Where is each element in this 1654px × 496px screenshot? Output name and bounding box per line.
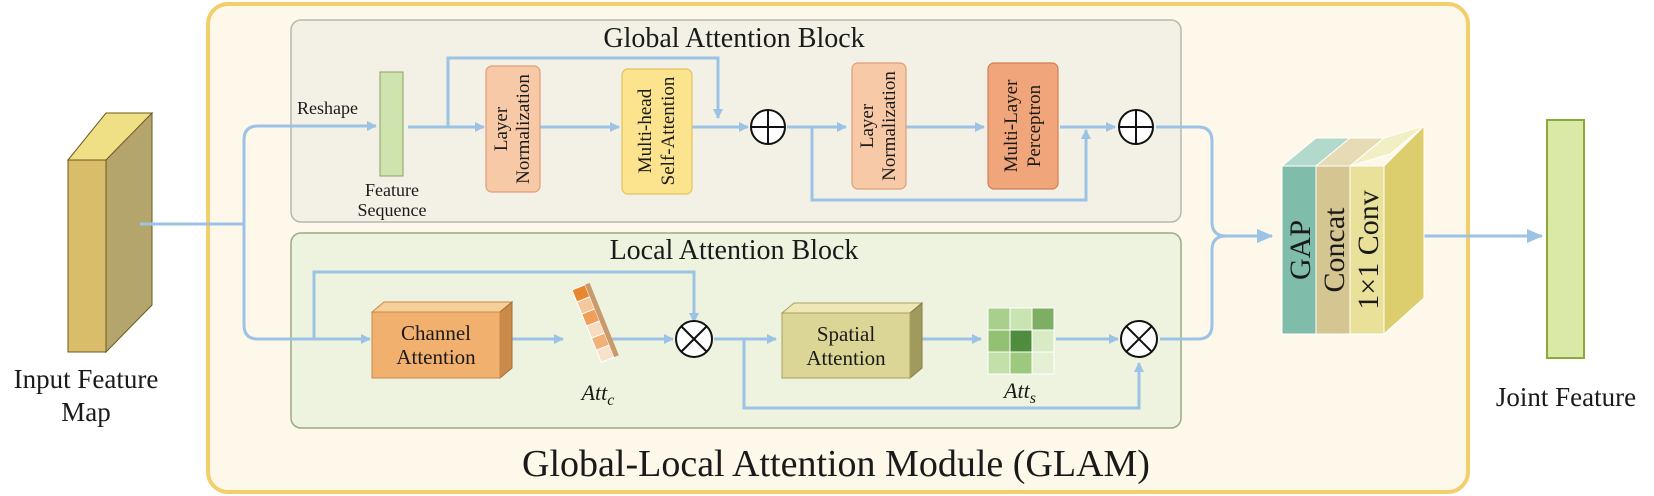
gap-label: GAP [1284, 220, 1317, 280]
att-c-vector [571, 282, 619, 363]
att-s-base: Att [1002, 378, 1031, 403]
layer-norm-1-line2: Normalization [513, 74, 534, 184]
input-label-line1: Input Feature [14, 364, 159, 394]
mhsa-box [621, 68, 693, 195]
mlp-box [987, 62, 1059, 190]
channel-attention-line2: Attention [396, 345, 476, 369]
channel-attention-box [370, 300, 514, 380]
spatial-attention-line1: Spatial [817, 322, 875, 346]
joint-feature-label: Joint Feature [1496, 382, 1636, 412]
spatial-attention-line2: Attention [806, 346, 886, 370]
att-c-sub: c [607, 392, 614, 409]
multiply-operator-1 [675, 320, 713, 358]
feature-sequence-bar [379, 71, 404, 177]
concat-slab [1315, 165, 1351, 335]
fusion-stack [1280, 124, 1425, 336]
layer-norm-1-box [485, 65, 541, 193]
mlp-line1: Multi-Layer [1001, 79, 1022, 173]
concat-label: Concat [1318, 207, 1351, 293]
global-block-title: Global Attention Block [603, 23, 864, 54]
add-operator-1 [750, 109, 786, 145]
mhsa-line2: Self-Attention [658, 76, 679, 185]
layer-norm-2-line2: Normalization [879, 71, 900, 181]
layer-norm-2-box [851, 62, 907, 190]
multiply-operator-2 [1120, 320, 1158, 358]
mlp-line2: Perceptron [1024, 84, 1045, 167]
local-block-title: Local Attention Block [610, 235, 859, 266]
gap-slab [1281, 165, 1317, 335]
layer-norm-1-line1: Layer [491, 106, 512, 151]
att-c-label: Attc [580, 380, 615, 409]
add-operator-2 [1118, 109, 1154, 145]
input-label-line2: Map [61, 397, 111, 427]
module-title: Global-Local Attention Module (GLAM) [522, 443, 1150, 485]
reshape-label: Reshape [297, 98, 358, 118]
flow-arrows [140, 56, 1543, 410]
conv-label: 1×1 Conv [1352, 190, 1385, 309]
local-attention-block [290, 232, 1182, 429]
conv-slab [1349, 165, 1385, 335]
joint-feature-bar [1546, 119, 1585, 359]
channel-attention-line1: Channel [401, 321, 471, 345]
feature-sequence-label-line1: Feature [365, 180, 419, 200]
att-s-label: Atts [1002, 378, 1036, 407]
spatial-attention-box [780, 301, 924, 380]
att-s-map [987, 307, 1055, 375]
feature-sequence-label-line2: Sequence [358, 200, 427, 220]
input-feature-map [66, 111, 154, 354]
layer-norm-2-line1: Layer [857, 103, 878, 148]
mhsa-line1: Multi-head [635, 88, 656, 173]
att-s-sub: s [1030, 390, 1036, 407]
att-c-base: Att [580, 380, 609, 405]
